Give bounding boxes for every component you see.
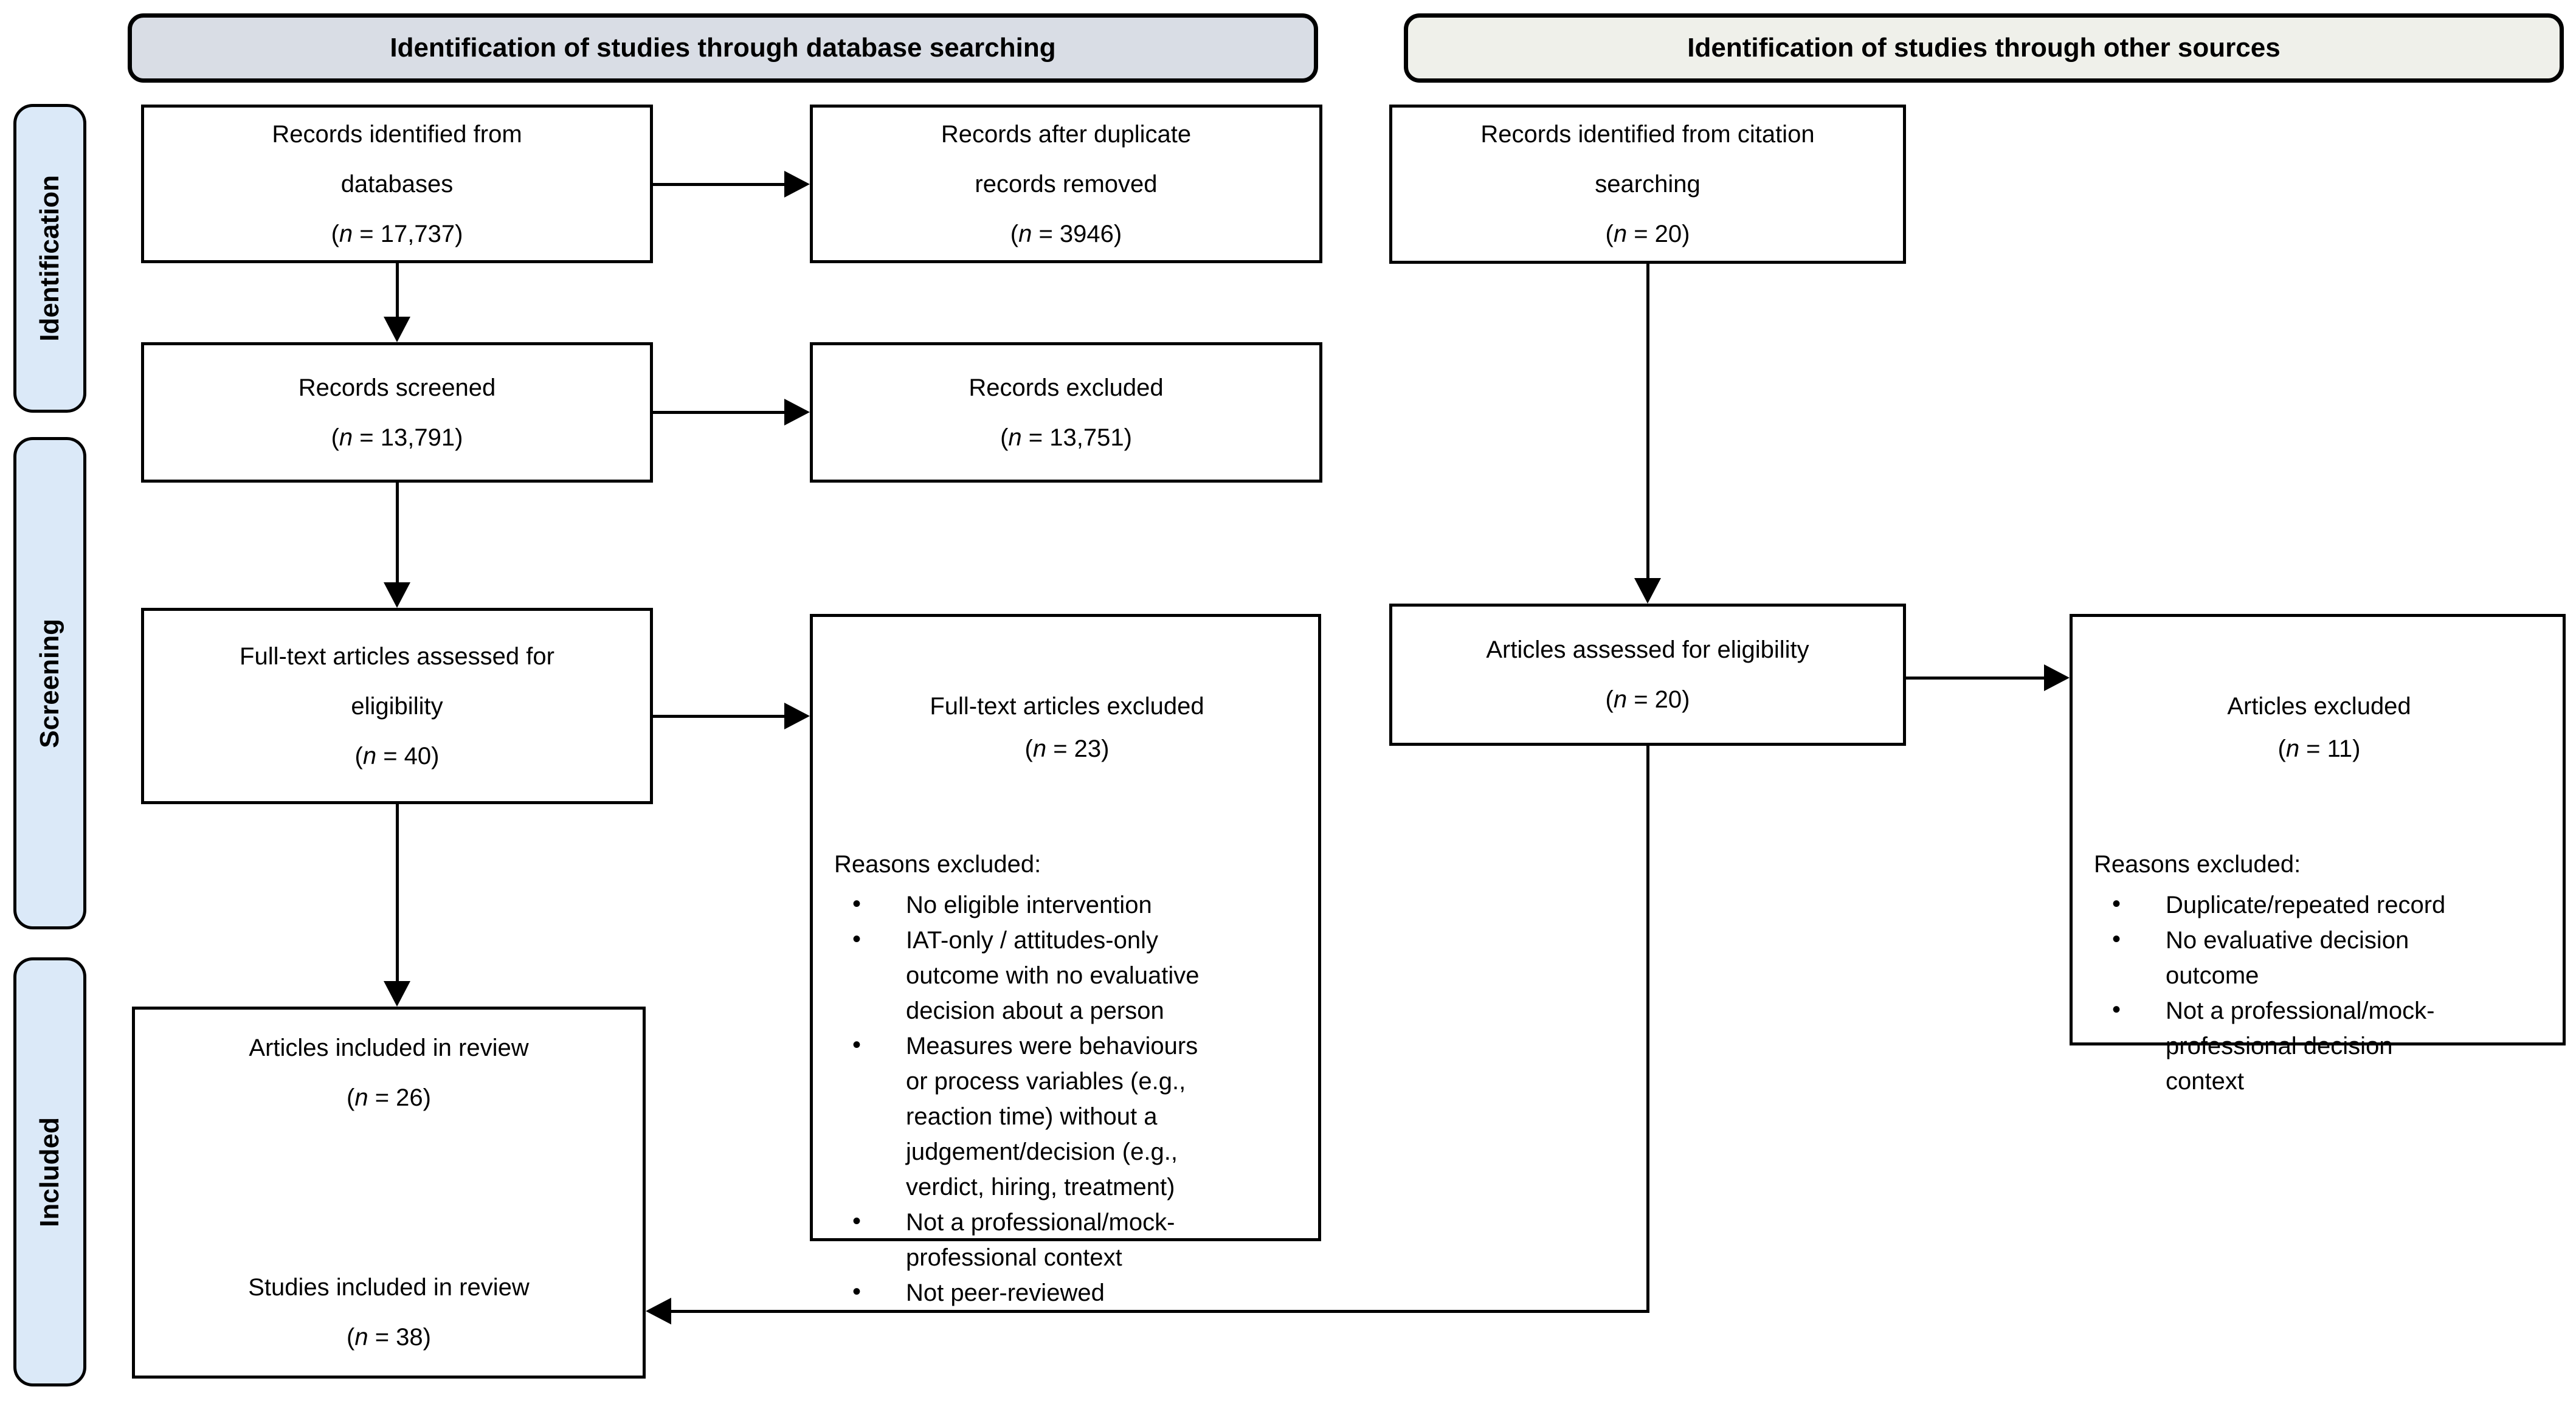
arrow-fulltext-to-ftexcluded-line [653, 715, 786, 718]
box-count: (n = 13,791) [331, 424, 463, 451]
box-fulltext-assessed-text: Full-text articles assessed for eligibil… [240, 582, 554, 831]
arrow-assessed-to-included-horizontal-line [671, 1310, 1649, 1313]
box-fulltext-articles-excluded: Full-text articles excluded (n = 23) Rea… [810, 614, 1321, 1309]
arrow-assessed-to-artexcluded-head [2044, 664, 2070, 691]
box-count: (n = 20) [1605, 686, 1690, 713]
arrow-assessed-to-artexcluded-line [1906, 677, 2045, 680]
box-articles-assessed-text: Articles assessed for eligibility (n = 2… [1486, 575, 1809, 774]
box-label: Records identified from databases [272, 120, 522, 198]
box-label: Articles assessed for eligibility [1486, 636, 1809, 663]
stage-label-included: Included [13, 957, 86, 1386]
box-label: Studies included in review [248, 1274, 530, 1301]
arrow-identified-to-screened-head [384, 317, 410, 342]
reason-item: No eligible intervention [834, 886, 1300, 923]
box-label: Records excluded [969, 374, 1164, 401]
stage-label-screening: Screening [13, 437, 86, 929]
box-records-excluded-text: Records excluded (n = 13,751) [969, 313, 1163, 512]
arrow-fulltext-to-included-line [396, 804, 399, 982]
reasons-heading: Reasons excluded: [2094, 851, 2301, 878]
column-header-database-searching: Identification of studies through databa… [128, 13, 1318, 83]
box-articles-excluded-title: Articles excluded (n = 11) [2094, 642, 2544, 813]
box-included-in-review: Articles included in review (n = 26) Stu… [132, 1007, 646, 1379]
column-header-other-sources: Identification of studies through other … [1404, 13, 2564, 83]
box-label: Full-text articles assessed for eligibil… [240, 642, 554, 720]
box-records-identified-from-citation-searching: Records identified from citation searchi… [1389, 105, 1906, 264]
box-label: Articles included in review [249, 1035, 529, 1061]
reason-item: No evaluative decision outcome [2094, 921, 2544, 993]
stage-label-screening-text: Screening [35, 618, 64, 748]
arrow-identified-to-duplicates-line [653, 183, 786, 186]
box-fulltext-articles-assessed: Full-text articles assessed for eligibil… [141, 608, 653, 804]
box-count: (n = 26) [347, 1084, 431, 1111]
included-studies-text: Studies included in review (n = 38) [248, 1213, 529, 1412]
arrow-assessed-to-included-head [646, 1298, 671, 1324]
arrow-fulltext-to-included-head [384, 981, 410, 1007]
box-count: (n = 3946) [1010, 220, 1122, 247]
box-articles-excluded: Articles excluded (n = 11) Reasons exclu… [2070, 614, 2566, 1095]
articles-excluded-reasons-list: Duplicate/repeated recordNo evaluative d… [2094, 886, 2544, 1099]
box-label: Records after duplicate records removed [941, 120, 1192, 198]
included-articles-text: Articles included in review (n = 26) [249, 973, 528, 1173]
stage-label-included-text: Included [35, 1117, 64, 1227]
box-count: (n = 13,751) [1000, 424, 1132, 451]
reason-item: IAT-only / attitudes-only outcome with n… [834, 921, 1300, 1028]
box-records-identified-text: Records identified from databases (n = 1… [272, 60, 522, 309]
stage-label-identification: Identification [13, 104, 86, 413]
box-duplicates-removed-text: Records after duplicate records removed … [941, 60, 1191, 309]
box-count: (n = 40) [354, 742, 440, 770]
reason-item: Not a professional/mock- professional de… [2094, 992, 2544, 1099]
arrow-citation-to-assessed-head [1634, 578, 1661, 604]
box-records-excluded: Records excluded (n = 13,751) [810, 342, 1322, 483]
arrow-citation-to-assessed-line [1646, 264, 1649, 579]
box-records-screened-text: Records screened (n = 13,791) [299, 313, 496, 512]
arrow-identified-to-duplicates-head [784, 171, 810, 198]
box-fulltext-excluded-title: Full-text articles excluded (n = 23) [834, 642, 1300, 813]
box-label: Records identified from citation searchi… [1480, 121, 1815, 198]
box-count: (n = 20) [1605, 221, 1690, 247]
arrow-screened-to-fulltext-head [384, 582, 410, 608]
reasons-heading: Reasons excluded: [834, 851, 1041, 878]
arrow-screened-to-excluded-head [784, 399, 810, 425]
arrow-identified-to-screened-line [396, 263, 399, 318]
box-count: (n = 11) [2277, 735, 2361, 762]
arrow-screened-to-excluded-line [653, 411, 786, 414]
fulltext-excluded-reasons-list: No eligible interventionIAT-only / attit… [834, 886, 1300, 1310]
arrow-assessed-to-included-vertical-line [1646, 746, 1649, 1312]
box-count: (n = 17,737) [331, 220, 463, 247]
stage-label-identification-text: Identification [35, 175, 64, 342]
reason-item: Not peer-reviewed [834, 1274, 1300, 1310]
reason-item: Not a professional/mock- professional co… [834, 1204, 1300, 1275]
box-count: (n = 38) [347, 1324, 431, 1351]
box-label: Records screened [298, 374, 496, 401]
box-label: Articles excluded [2227, 693, 2411, 720]
box-label: Full-text articles excluded [930, 693, 1204, 720]
box-articles-assessed-for-eligibility: Articles assessed for eligibility (n = 2… [1389, 604, 1906, 746]
box-records-after-duplicates-removed: Records after duplicate records removed … [810, 105, 1322, 263]
box-records-identified-from-databases: Records identified from databases (n = 1… [141, 105, 653, 263]
reason-item: Duplicate/repeated record [2094, 886, 2544, 923]
box-citation-identified-text: Records identified from citation searchi… [1480, 60, 1814, 309]
arrow-screened-to-fulltext-line [396, 483, 399, 584]
box-count: (n = 23) [1024, 735, 1110, 762]
arrow-fulltext-to-ftexcluded-head [784, 703, 810, 729]
reason-item: Measures were behaviours or process vari… [834, 1027, 1300, 1205]
box-records-screened: Records screened (n = 13,791) [141, 342, 653, 483]
